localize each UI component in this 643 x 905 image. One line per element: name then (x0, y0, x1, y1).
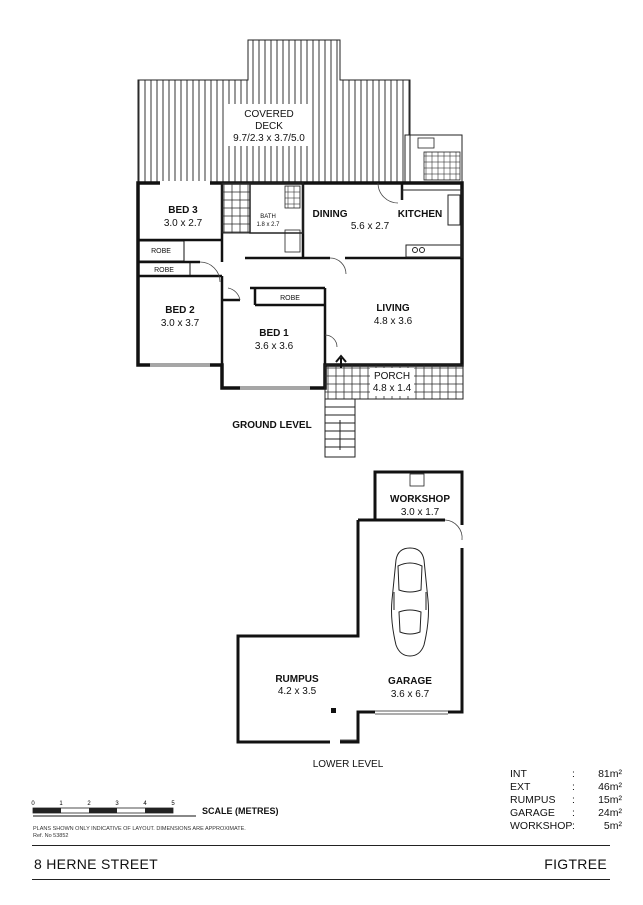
area-colon: : (572, 768, 575, 780)
area-value: 81m² (598, 768, 622, 780)
scale-tick-label: 3 (115, 801, 119, 807)
workshop-dims: 3.0 x 1.7 (401, 507, 440, 518)
area-value: 24m² (598, 807, 622, 819)
area-row: WORKSHOP: 5m² (510, 820, 622, 833)
bath-dims: 1.8 x 2.7 (256, 222, 280, 228)
ref-number: Ref. No 53852 (33, 833, 69, 839)
robe-bed1-label: ROBE (280, 295, 300, 302)
lower-level-plan (236, 470, 464, 744)
porch-dims: 4.8 x 1.4 (373, 383, 412, 394)
footer-rule (32, 845, 610, 846)
bed3-dims: 3.0 x 2.7 (164, 218, 203, 229)
kitchen-benches (401, 189, 463, 258)
area-value: 46m² (598, 781, 622, 793)
robe-bed3-label: ROBE (151, 248, 171, 255)
scale-title: SCALE (METRES) (202, 806, 279, 816)
ground-level-title: GROUND LEVEL (232, 420, 311, 431)
door-swings (199, 182, 399, 348)
bed3-label: BED 3 (168, 205, 198, 216)
porch-label: PORCH (374, 371, 410, 382)
post (331, 708, 336, 713)
workshop-label: WORKSHOP (390, 494, 450, 505)
robe-bed2-label: ROBE (154, 267, 174, 274)
bed1-dims: 3.6 x 3.6 (255, 341, 294, 352)
area-colon: : (572, 781, 575, 793)
dining-label: DINING (313, 209, 348, 220)
footer-rule-bottom (32, 879, 610, 880)
area-row: RUMPUS: 15m² (510, 794, 622, 807)
area-row: EXT: 46m² (510, 781, 622, 794)
area-label: INT (510, 768, 527, 780)
garage-label: GARAGE (388, 676, 432, 687)
living-dims: 4.8 x 3.6 (374, 316, 413, 327)
bed1-label: BED 1 (259, 328, 289, 339)
bed2-dims: 3.0 x 3.7 (161, 318, 200, 329)
area-label: EXT (510, 781, 531, 793)
garage-dims: 3.6 x 6.7 (391, 689, 430, 700)
suburb: FIGTREE (544, 856, 607, 872)
bath-label: BATH (260, 214, 276, 220)
scale-tick-label: 2 (87, 801, 91, 807)
front-stairs (324, 398, 356, 458)
lower-outline (236, 518, 464, 744)
area-value: 15m² (598, 794, 622, 806)
dining-dims: 5.6 x 2.7 (351, 221, 390, 232)
area-label: RUMPUS (510, 794, 556, 806)
covered-deck-dims: 9.7/2.3 x 3.7/5.0 (233, 133, 305, 144)
hall-stair (221, 182, 251, 234)
area-colon: : (572, 794, 575, 806)
area-label: WORKSHOP (510, 820, 573, 832)
ground-level-labels: COVERED DECK 9.7/2.3 x 3.7/5.0 BED 3 3.0… (151, 109, 442, 431)
area-value: 5m² (603, 820, 622, 832)
kitchen-label: KITCHEN (398, 209, 442, 220)
scale-tick-label: 1 (59, 801, 63, 807)
area-label: GARAGE (510, 807, 555, 819)
workshop-walls (373, 470, 464, 525)
area-colon: : (572, 820, 575, 832)
scale-tick-label: 0 (31, 801, 35, 807)
scale-bar: 0 1 2 3 4 5 (31, 801, 196, 817)
disclaimer: PLANS SHOWN ONLY INDICATIVE OF LAYOUT. D… (33, 826, 246, 840)
scale-tick-label: 5 (171, 801, 175, 807)
ground-level-plan (136, 39, 464, 458)
area-colon: : (572, 807, 575, 819)
rumpus-label: RUMPUS (275, 674, 319, 685)
living-label: LIVING (376, 303, 410, 314)
car-icon (391, 547, 429, 657)
bed2-label: BED 2 (165, 305, 195, 316)
address: 8 HERNE STREET (34, 856, 158, 872)
entry-arrow-icon (335, 354, 347, 368)
disclaimer-line: PLANS SHOWN ONLY INDICATIVE OF LAYOUT. D… (33, 826, 246, 832)
lower-level-title: LOWER LEVEL (313, 759, 384, 770)
covered-deck-label-2: DECK (255, 121, 283, 132)
area-row: GARAGE: 24m² (510, 807, 622, 820)
bath-room (249, 182, 304, 234)
rumpus-dims: 4.2 x 3.5 (278, 686, 317, 697)
scale-tick-label: 4 (143, 801, 147, 807)
covered-deck-label: COVERED (244, 109, 293, 120)
area-row: INT: 81m² (510, 768, 622, 781)
lower-level-labels: WORKSHOP 3.0 x 1.7 RUMPUS 4.2 x 3.5 GARA… (275, 494, 450, 770)
